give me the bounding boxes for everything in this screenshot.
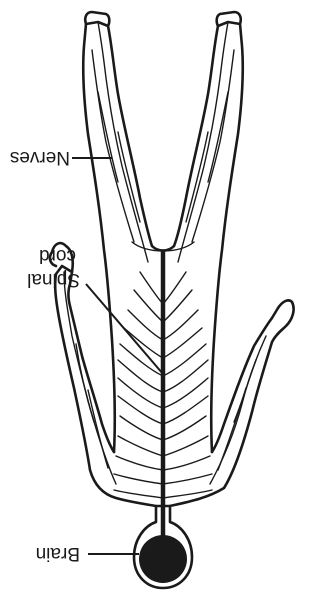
body-outline bbox=[50, 12, 294, 588]
rotated-figure: Brain Spinal cord Nerves bbox=[10, 12, 294, 588]
leader-lines bbox=[72, 158, 163, 554]
left-arm-outline bbox=[170, 300, 294, 506]
brain-shape bbox=[139, 535, 187, 583]
spinal-label-line2: cord bbox=[39, 245, 76, 266]
spinal-label-line1: Spinal bbox=[27, 269, 80, 290]
brain-label: Brain bbox=[36, 543, 80, 564]
spinal-cord-leader-line bbox=[86, 284, 163, 374]
right-arm-outline bbox=[55, 266, 156, 506]
crotch-outline bbox=[152, 246, 174, 251]
nerves-label: Nerves bbox=[10, 147, 70, 168]
